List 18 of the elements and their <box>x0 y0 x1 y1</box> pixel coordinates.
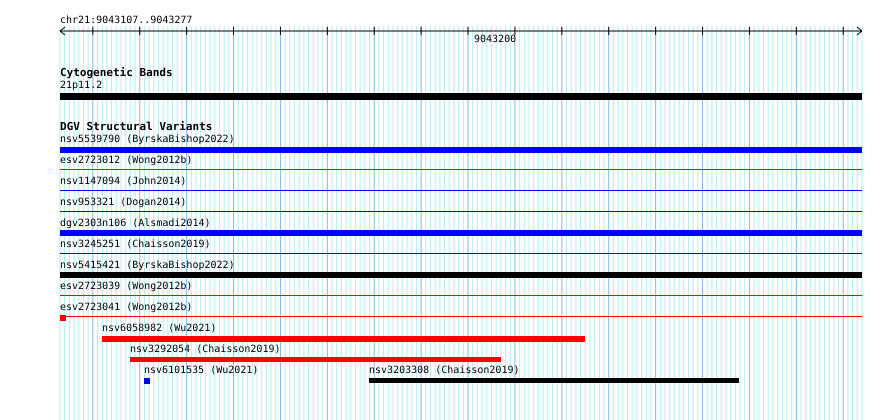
feature-label: nsv6058982 (Wu2021) <box>102 323 216 334</box>
feature-label: nsv5539790 (ByrskaBishop2022) <box>60 134 235 145</box>
feature-label: esv2723012 (Wong2012b) <box>60 155 192 166</box>
feature-label: nsv1147094 (John2014) <box>60 176 186 187</box>
feature-label: nsv5415421 (ByrskaBishop2022) <box>60 260 235 271</box>
feature-label: nsv3292054 (Chaisson2019) <box>130 344 281 355</box>
feature-label: nsv3245251 (Chaisson2019) <box>60 239 211 250</box>
feature-label: nsv3203308 (Chaisson2019) <box>369 365 520 376</box>
tick-label: 9043200 <box>474 34 516 45</box>
feature-label: nsv6101535 (Wu2021) <box>144 365 258 376</box>
feature-label: esv2723041 (Wong2012b) <box>60 302 192 313</box>
feature-label: 21p11.2 <box>60 80 102 91</box>
feature-label: nsv953321 (Dogan2014) <box>60 197 186 208</box>
feature-label: dgv2303n106 (Alsmadi2014) <box>60 218 211 229</box>
location-label: chr21:9043107..9043277 <box>60 15 192 26</box>
track-heading: DGV Structural Variants <box>60 121 212 132</box>
track-heading: Cytogenetic Bands <box>60 67 173 78</box>
feature-label: esv2723039 (Wong2012b) <box>60 281 192 292</box>
